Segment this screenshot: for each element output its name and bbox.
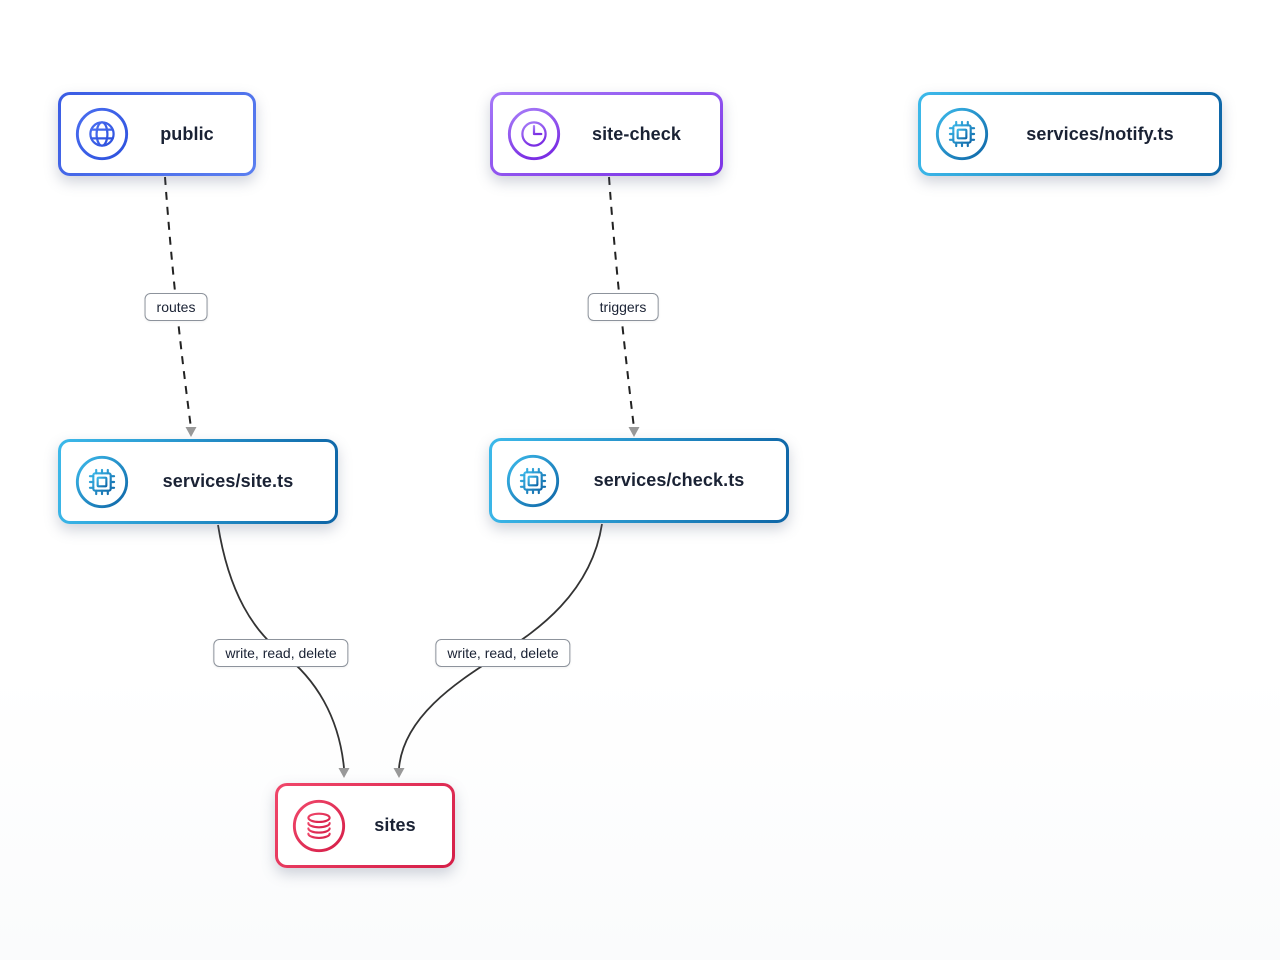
arrowhead-icon xyxy=(393,768,405,778)
arrowhead-icon xyxy=(628,427,640,437)
node-label: public xyxy=(160,123,214,144)
node-sites-body: sites xyxy=(278,786,452,865)
node-site-check: site-check xyxy=(490,92,723,176)
node-services-notify: services/notify.ts xyxy=(918,92,1222,176)
arrowhead-icon xyxy=(185,427,197,437)
clock-icon xyxy=(505,105,563,163)
edge-label-routes: routes xyxy=(144,293,208,321)
chip-icon xyxy=(504,452,562,510)
edge-label-write-read-delete-right: write, read, delete xyxy=(435,639,571,667)
node-services-site: services/site.ts xyxy=(58,439,338,524)
node-public-body: public xyxy=(61,95,253,173)
globe-icon xyxy=(73,105,131,163)
chip-icon xyxy=(933,105,991,163)
node-label: services/site.ts xyxy=(162,471,294,491)
node-sites: sites xyxy=(275,783,455,868)
chip-icon xyxy=(73,453,131,511)
node-services-check-body: services/check.ts xyxy=(492,441,786,520)
edge-label-triggers: triggers xyxy=(587,293,659,321)
node-label: services/check.ts xyxy=(593,470,745,490)
node-services-notify-body: services/notify.ts xyxy=(921,95,1219,173)
arrowhead-icon xyxy=(338,768,350,778)
node-services-site-body: services/site.ts xyxy=(61,442,335,521)
node-services-check: services/check.ts xyxy=(489,438,789,523)
database-icon xyxy=(290,797,348,855)
node-site-check-body: site-check xyxy=(493,95,720,173)
node-label: services/notify.ts xyxy=(1026,123,1174,144)
edge-label-write-read-delete-left: write, read, delete xyxy=(213,639,349,667)
node-public: public xyxy=(58,92,256,176)
node-label: sites xyxy=(374,815,416,835)
node-label: site-check xyxy=(591,123,682,144)
